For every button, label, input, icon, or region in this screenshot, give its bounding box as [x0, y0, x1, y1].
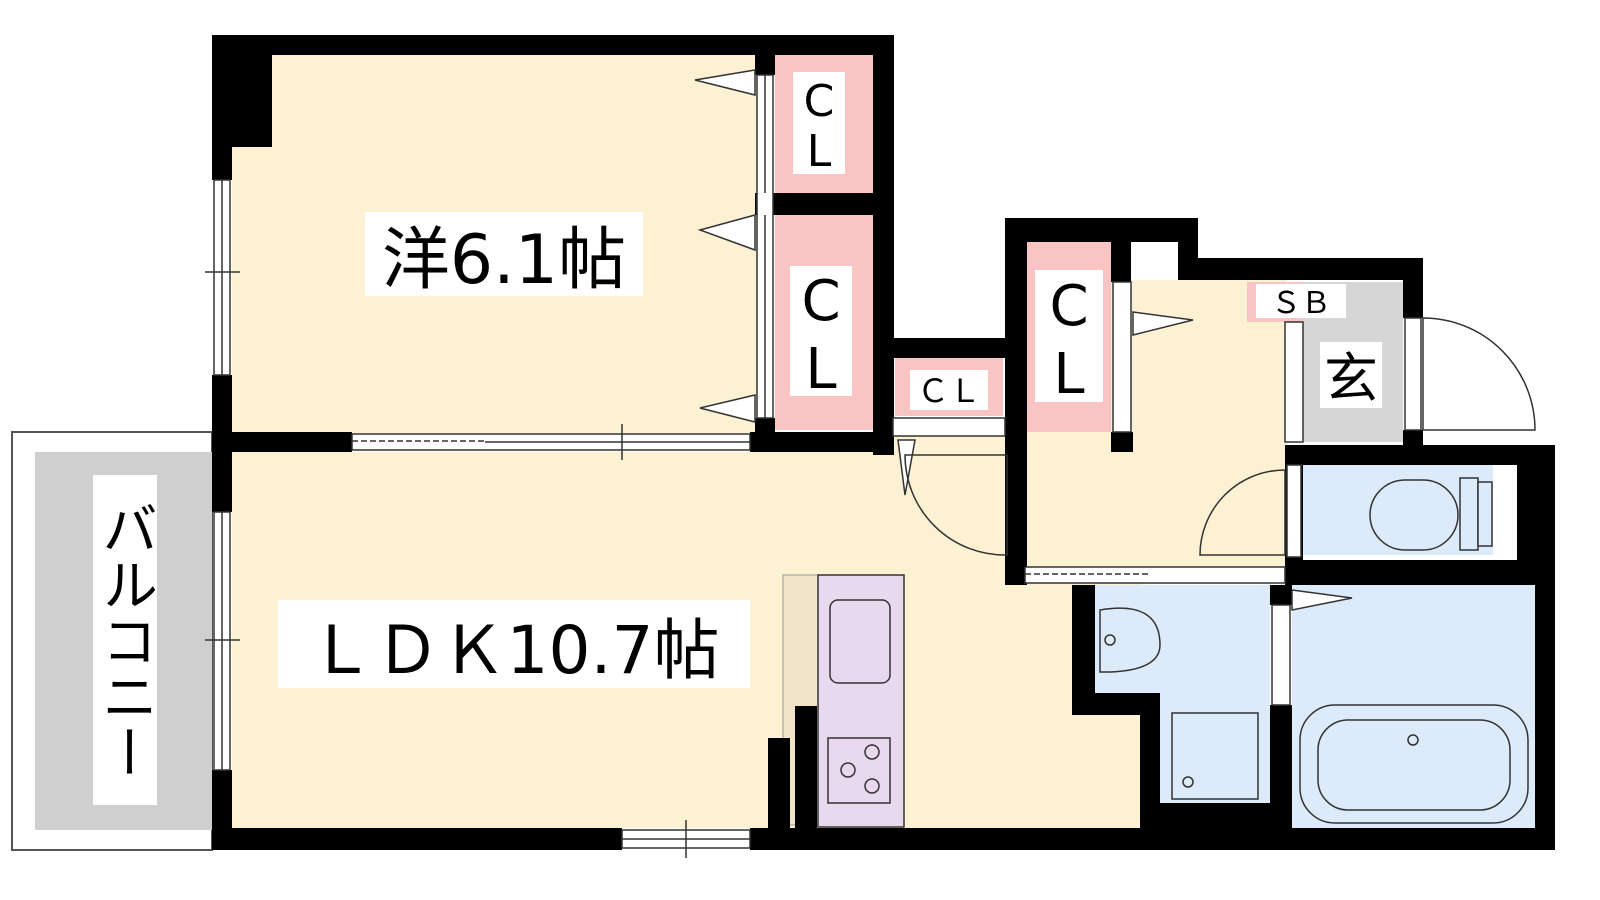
stove-icon [827, 737, 891, 804]
door-markers [694, 69, 1536, 611]
entrance-label-bg [1320, 342, 1382, 408]
closet-label-c: C [1049, 274, 1088, 339]
closet-label-small: ＣＬ [917, 372, 981, 410]
sliding-doors [351, 74, 1422, 706]
room-label-ldk: ＬＤＫ10.7帖 [309, 612, 720, 689]
shoebox-label: ＳＢ [1271, 286, 1331, 321]
closet-label-l: L [807, 126, 832, 177]
ldk-label-bg [278, 600, 750, 688]
room-label-balcony: バルコニー [93, 500, 158, 780]
washing-machine-icon [1171, 712, 1259, 800]
balcony-label-bg [93, 475, 157, 805]
sink-icon [829, 599, 891, 684]
toilet-icon [1369, 479, 1459, 551]
closet-label-l: L [805, 337, 836, 402]
windows [205, 179, 751, 858]
western-label-bg [365, 212, 643, 296]
closet-label-c: C [801, 269, 840, 334]
closet-label-c: C [804, 76, 835, 127]
room-label-entrance: 玄 [1324, 347, 1378, 410]
room-label-western: 洋6.1帖 [382, 221, 626, 300]
washbasin-icon [1099, 607, 1161, 673]
closet-label-l: L [1053, 342, 1084, 407]
